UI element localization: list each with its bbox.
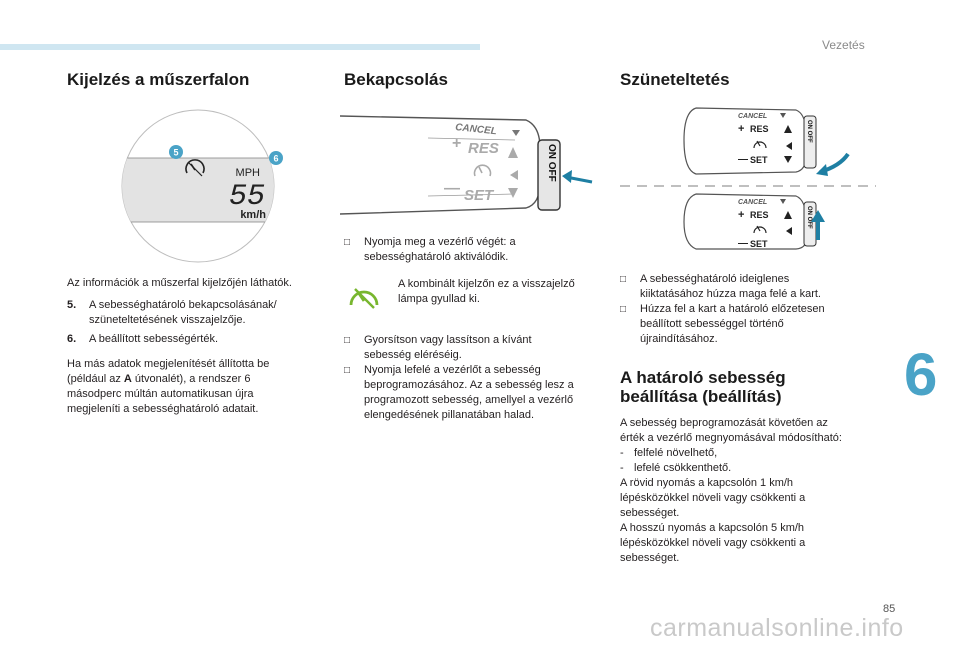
section-title-pause: Szüneteltetés — [620, 70, 730, 89]
res-label: RES — [468, 140, 499, 157]
instrument-display-figure: MPH 55 km/h 5 6 — [121, 109, 283, 263]
display-note: Ha más adatok megjelenítését állította b… — [67, 358, 270, 415]
header-accent-bar — [0, 44, 480, 50]
svg-text:ON OFF: ON OFF — [806, 120, 812, 143]
plus-icon: + — [452, 135, 461, 152]
svg-text:5: 5 — [173, 148, 178, 158]
push-up-arrow-icon — [811, 210, 825, 240]
long-press-note: A hosszú nyomás a kapcsolón 5 km/h lépés… — [620, 522, 806, 564]
set-label: SET — [464, 187, 495, 204]
arrow-up-icon — [508, 147, 518, 158]
press-arrow-icon — [562, 170, 593, 184]
svg-text:6: 6 — [273, 154, 278, 164]
chapter-number: 6 — [904, 341, 938, 408]
callout-badge-5 — [169, 145, 183, 159]
on-off-button — [537, 139, 561, 211]
svg-text:RES: RES — [750, 124, 769, 134]
warning-lamp-note: A kombinált kijelzőn ez a visszajelző lá… — [398, 278, 575, 305]
arrow-left-icon — [510, 170, 518, 180]
svg-text:CANCEL: CANCEL — [738, 113, 767, 120]
section-title-display: Kijelzés a műszerfalon — [67, 70, 250, 89]
activation-steps-list: □Gyorsítson vagy lassítson a kívánt sebe… — [344, 333, 576, 423]
chapter-title: Vezetés — [822, 38, 865, 52]
list-item: □Húzza fel a kart a határoló előzetesen … — [620, 303, 825, 345]
minus-icon: — — [738, 154, 748, 165]
section-title-speed-setting: A határoló sebesség beállítása (beállítá… — [620, 368, 786, 406]
speed-limiter-icon — [753, 140, 767, 149]
plus-icon: + — [738, 123, 744, 135]
pull-down-arrow-icon — [816, 152, 850, 176]
pause-steps-list: □A sebességhatároló ideiglenes kiiktatás… — [620, 272, 850, 347]
arrow-down-icon — [784, 156, 792, 163]
arrow-up-icon — [784, 211, 792, 219]
speed-value: 55 — [229, 180, 265, 214]
list-item: □Nyomja lefelé a vezérlőt a sebesség bep… — [344, 364, 574, 421]
cancel-label: CANCEL — [455, 122, 498, 137]
list-item: □A sebességhatároló ideiglenes kiiktatás… — [620, 273, 821, 300]
minus-icon: — — [444, 180, 460, 197]
plus-icon: + — [738, 209, 744, 221]
list-item: 5.A sebességhatároló bekapcsolásának/ sz… — [67, 299, 277, 326]
unit-kmh: km/h — [240, 209, 266, 221]
arrow-up-icon — [784, 125, 792, 133]
arrow-left-icon — [786, 142, 792, 150]
on-off-label: ON OFF — [546, 144, 557, 182]
section-title-activation: Bekapcsolás — [344, 70, 448, 89]
speed-limiter-icon — [185, 159, 205, 177]
svg-text:RES: RES — [750, 210, 769, 220]
speed-limiter-icon — [753, 225, 767, 234]
svg-text:SET: SET — [750, 239, 768, 249]
pause-stalk-figure: CANCEL + RES — SET ON OFF CANCEL + RES — [620, 107, 876, 250]
list-item: □Gyorsítson vagy lassítson a kívánt sebe… — [344, 334, 532, 361]
callout-badge-6 — [269, 151, 283, 165]
unit-mph: MPH — [236, 167, 261, 179]
short-press-note: A rövid nyomás a kapcsolón 1 km/h lépésk… — [620, 477, 806, 519]
minus-icon: — — [738, 238, 748, 249]
step-activate: □Nyomja meg a vezérlő végét: a sebességh… — [344, 236, 516, 263]
svg-text:CANCEL: CANCEL — [738, 199, 767, 206]
list-item: -lefelé csökkenthető. — [620, 462, 732, 474]
list-item: -felfelé növelhető, — [620, 447, 718, 459]
list-item: 6.A beállított sebességérték. — [67, 333, 219, 345]
cruise-stalk-figure: CANCEL + RES — SET ON OFF — [340, 115, 593, 215]
speed-limiter-icon — [473, 164, 492, 177]
arrow-left-icon — [786, 227, 792, 235]
speed-limiter-warning-icon — [349, 288, 379, 309]
page-number: 85 — [883, 603, 896, 615]
speed-setting-body: A sebesség beprogramozását követően az é… — [620, 416, 852, 566]
stalk-pull-toward: CANCEL + RES — SET ON OFF — [683, 107, 850, 176]
display-legend-list: 5.A sebességhatároló bekapcsolásának/ sz… — [67, 298, 317, 351]
display-intro: Az információk a műszerfal kijelzőjén lá… — [67, 277, 292, 289]
stalk-push-up: CANCEL + RES — SET ON OFF — [683, 193, 825, 250]
svg-text:SET: SET — [750, 155, 768, 165]
speed-adjust-list: -felfelé növelhető, -lefelé csökkenthető… — [620, 446, 852, 476]
svg-text:ON OFF: ON OFF — [806, 206, 812, 229]
arrow-down-icon — [508, 188, 518, 198]
watermark: carmanualsonline.info — [650, 614, 904, 642]
